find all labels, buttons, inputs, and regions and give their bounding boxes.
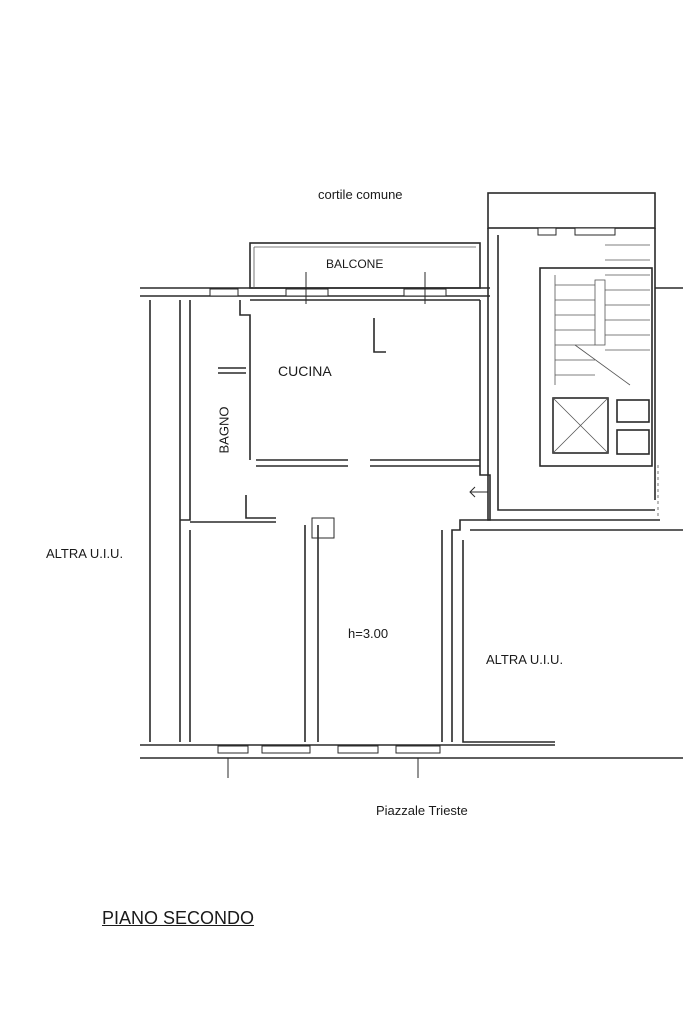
exterior-walls xyxy=(140,287,683,759)
other-unit-right-label: ALTRA U.I.U. xyxy=(486,652,564,667)
floor-title: PIANO SECONDO xyxy=(102,908,255,928)
balcony-label: BALCONE xyxy=(326,257,384,271)
other-unit-right-walls xyxy=(462,529,683,743)
street-label: Piazzale Trieste xyxy=(376,803,468,818)
kitchen-label: CUCINA xyxy=(278,363,332,379)
ceiling-height-label: h=3.00 xyxy=(348,626,389,641)
other-unit-left-label: ALTRA U.I.U. xyxy=(46,546,124,561)
balcony xyxy=(249,242,481,289)
courtyard-label: cortile comune xyxy=(318,187,403,202)
apartment-walls xyxy=(180,299,491,742)
stairwell xyxy=(469,192,660,521)
bathroom-label: BAGNO xyxy=(216,406,232,454)
windows xyxy=(209,227,616,778)
